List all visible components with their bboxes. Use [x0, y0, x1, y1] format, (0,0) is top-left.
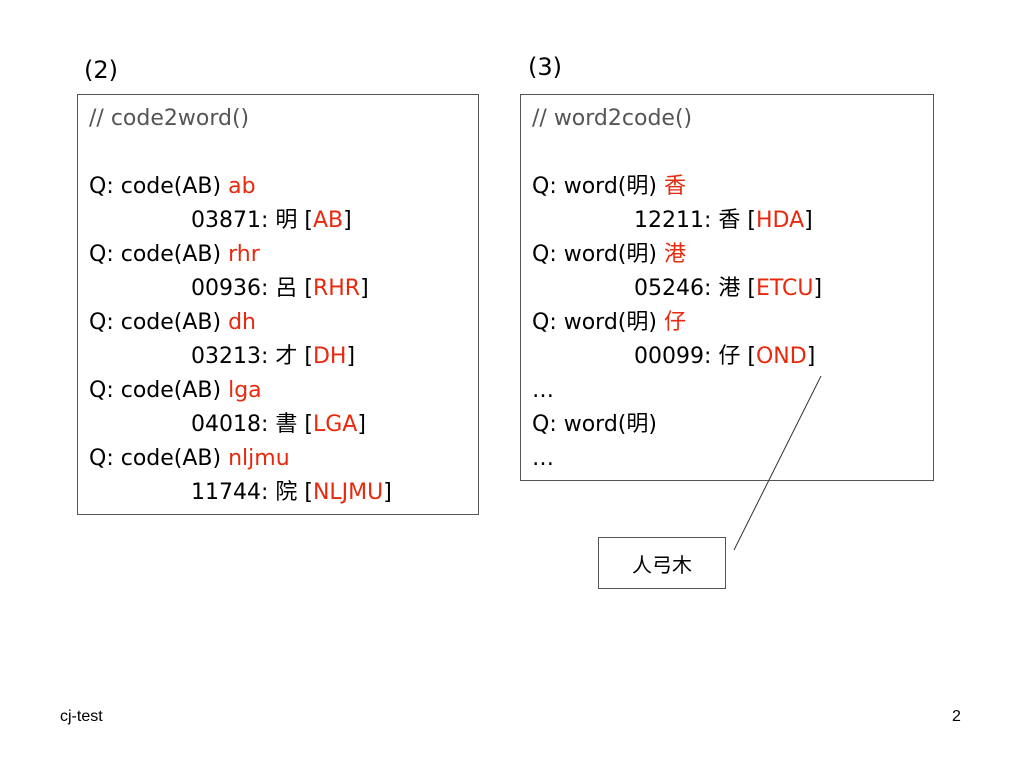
- result-code: ETCU: [755, 276, 814, 301]
- query-line: Q: code(AB) dh: [89, 306, 467, 340]
- right-panel-heading: (3): [528, 53, 562, 81]
- query-text: Q: code(AB): [89, 446, 229, 471]
- result-suffix: ]: [813, 276, 823, 301]
- result-suffix: ]: [806, 344, 816, 369]
- query-text: Q: word(明): [532, 310, 664, 335]
- query-line: Q: code(AB) lga: [89, 374, 467, 408]
- result-prefix: 00099: 仔 [: [634, 344, 756, 369]
- query-line: Q: code(AB) nljmu: [89, 442, 467, 476]
- result-suffix: ]: [360, 276, 369, 301]
- query-line: Q: word(明) 港: [532, 238, 922, 272]
- result-code: HDA: [755, 208, 805, 233]
- footer-label: cj-test: [60, 708, 103, 725]
- query-line: Q: code(AB) rhr: [89, 238, 467, 272]
- query-text: Q: code(AB): [89, 242, 229, 267]
- result-suffix: ]: [357, 412, 366, 437]
- result-prefix: 03871: 明 [: [191, 208, 313, 233]
- page-number: 2: [952, 708, 961, 725]
- result-code: DH: [312, 344, 347, 369]
- query-text: Q: code(AB): [89, 378, 229, 403]
- query-answer: nljmu: [228, 446, 290, 471]
- query-answer: 港: [663, 242, 686, 267]
- result-prefix: 11744: 院 [: [191, 480, 313, 505]
- callout-pointer-line: [733, 375, 822, 551]
- result-suffix: ]: [346, 344, 356, 369]
- result-suffix: ]: [383, 480, 392, 505]
- ellipsis-line: …: [532, 378, 554, 403]
- result-prefix: 03213: 才 [: [191, 344, 313, 369]
- callout-box: 人弓木: [598, 537, 726, 589]
- query-answer: lga: [228, 378, 262, 403]
- query-line: Q: word(明) 仔: [532, 306, 922, 340]
- result-prefix: 04018: 書 [: [191, 412, 313, 437]
- result-prefix: 00936: 呂 [: [191, 276, 313, 301]
- query-answer: dh: [228, 310, 257, 335]
- result-line: 03213: 才 [DH]: [89, 340, 467, 374]
- result-code: LGA: [312, 412, 358, 437]
- result-suffix: ]: [804, 208, 813, 233]
- result-prefix: 12211: 香 [: [634, 208, 756, 233]
- code2word-comment: // code2word(): [89, 106, 250, 131]
- query-text: Q: code(AB): [89, 310, 229, 335]
- ellipsis-line: …: [532, 446, 554, 471]
- result-line: 11744: 院 [NLJMU]: [89, 476, 467, 510]
- query-line: Q: code(AB) ab: [89, 170, 467, 204]
- result-code: AB: [312, 208, 344, 233]
- result-line: 00099: 仔 [OND]: [532, 340, 922, 374]
- result-prefix: 05246: 港 [: [634, 276, 756, 301]
- query-answer: rhr: [228, 242, 260, 267]
- result-code: RHR: [312, 276, 361, 301]
- result-line: 05246: 港 [ETCU]: [532, 272, 922, 306]
- query-answer: 仔: [663, 310, 686, 335]
- result-suffix: ]: [343, 208, 352, 233]
- query-answer: ab: [228, 174, 256, 199]
- result-line: 00936: 呂 [RHR]: [89, 272, 467, 306]
- result-code: NLJMU: [312, 480, 384, 505]
- final-query-line: Q: word(明): [532, 412, 657, 437]
- result-line: 12211: 香 [HDA]: [532, 204, 922, 238]
- query-text: Q: word(明): [532, 242, 664, 267]
- query-text: Q: word(明): [532, 174, 664, 199]
- result-line: 03871: 明 [AB]: [89, 204, 467, 238]
- result-code: OND: [755, 344, 807, 369]
- left-panel-heading: (2): [84, 56, 118, 84]
- result-line: 04018: 書 [LGA]: [89, 408, 467, 442]
- query-text: Q: code(AB): [89, 174, 229, 199]
- word2code-comment: // word2code(): [532, 106, 693, 131]
- query-line: Q: word(明) 香: [532, 170, 922, 204]
- query-answer: 香: [663, 174, 686, 199]
